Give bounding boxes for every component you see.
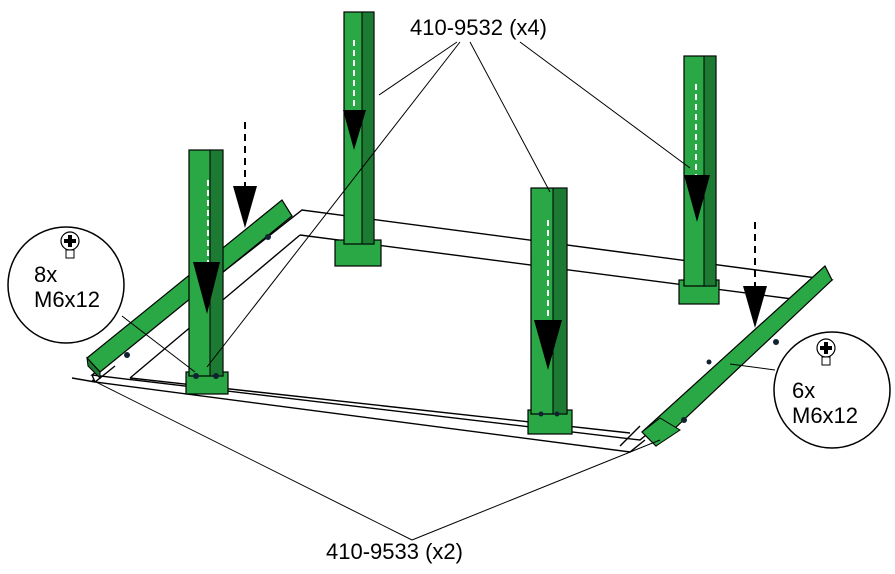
rails-part-label: 410-9533 (x2) bbox=[326, 539, 463, 564]
callout-left bbox=[7, 226, 196, 373]
callout-left-text: 8x M6x12 bbox=[34, 262, 100, 312]
callout-right bbox=[729, 331, 891, 449]
hex-bolt-icon bbox=[816, 338, 836, 366]
rail-insertion-arrows bbox=[233, 122, 767, 328]
leg-front-center bbox=[527, 187, 573, 435]
callout-left-screw: M6x12 bbox=[34, 287, 101, 312]
leg-front-left bbox=[185, 149, 229, 395]
hex-bolt-icon bbox=[60, 231, 80, 259]
callout-left-qty: 8x bbox=[34, 262, 58, 287]
callout-right-qty: 6x bbox=[792, 378, 816, 403]
leg-back-left bbox=[334, 11, 382, 267]
leg-back-right bbox=[678, 55, 720, 305]
leg-leader-lines bbox=[206, 41, 691, 368]
legs-part-label: 410-9532 (x4) bbox=[410, 15, 547, 40]
base-frame bbox=[71, 209, 834, 453]
callout-right-text: 6x M6x12 bbox=[792, 378, 858, 428]
callout-right-screw: M6x12 bbox=[792, 403, 859, 428]
right-rail bbox=[641, 265, 833, 447]
rail-leader-lines bbox=[91, 379, 661, 541]
